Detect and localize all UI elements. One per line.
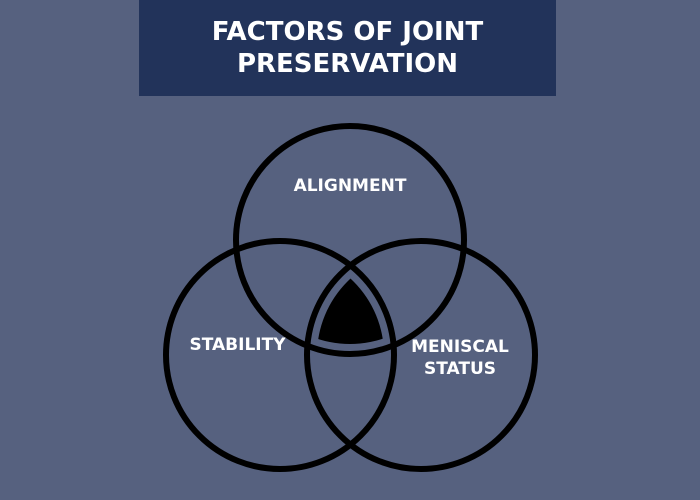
label-stability: STABILITY [189, 335, 286, 355]
page-title: FACTORS OF JOINT PRESERVATION [211, 17, 484, 79]
label-meniscal-status: MENISCAL STATUS [395, 336, 525, 380]
label-alignment: ALIGNMENT [293, 176, 407, 196]
title-banner: FACTORS OF JOINT PRESERVATION [139, 0, 556, 96]
circle-stability [163, 238, 397, 472]
label-meniscal-line1: MENISCAL [411, 337, 509, 357]
label-meniscal-line2: STATUS [423, 359, 496, 379]
circle-meniscal-status [304, 238, 538, 472]
center-intersection-shape [317, 251, 384, 344]
circle-alignment [233, 123, 467, 357]
